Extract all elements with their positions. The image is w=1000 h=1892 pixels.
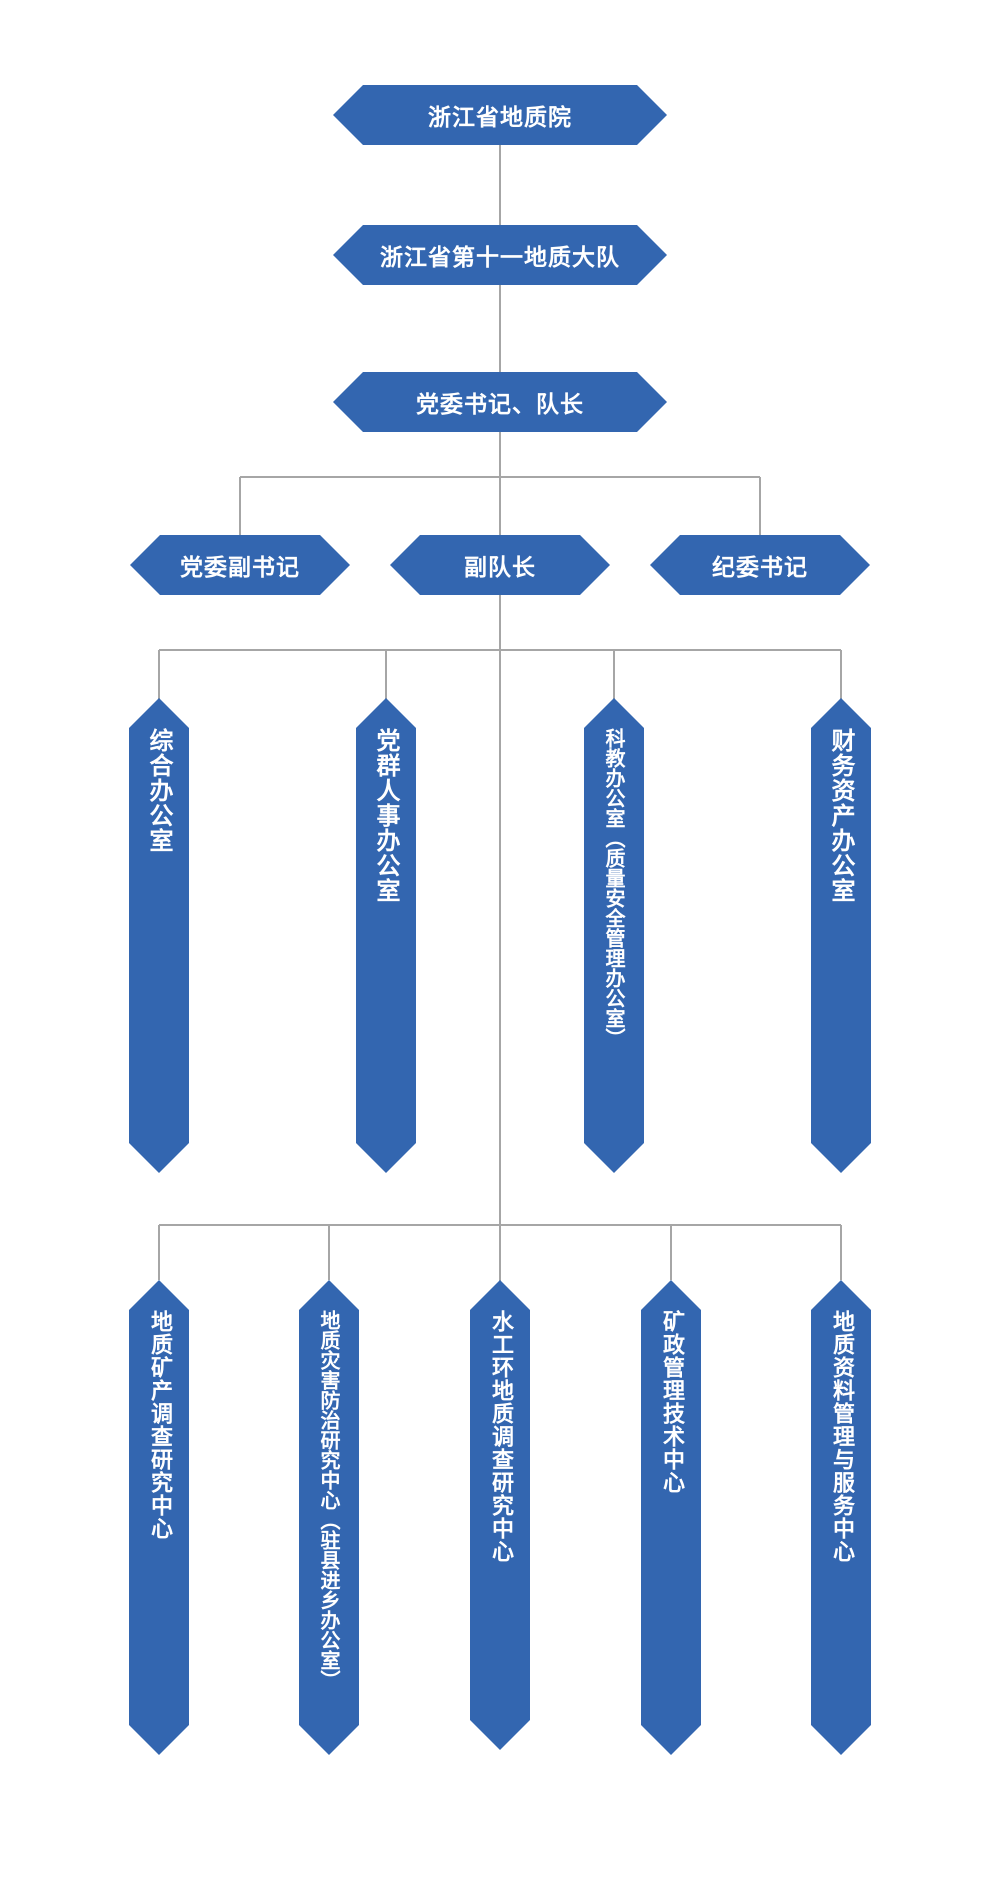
node-party-secretary-captain: 党委书记、队长 [333, 372, 667, 432]
node-general-office: 综合办公室 [129, 698, 189, 1173]
node-institute: 浙江省地质院 [333, 85, 667, 145]
node-geology-mineral-center: 地质矿产调查研究中心 [129, 1280, 189, 1755]
node-brigade: 浙江省第十一地质大队 [333, 225, 667, 285]
node-deputy-captain: 副队长 [390, 535, 610, 595]
node-science-education-office: 科教办公室（质量安全管理办公室） [584, 698, 644, 1173]
node-geohazard-prevention-center: 地质灾害防治研究中心（驻县进乡办公室） [299, 1280, 359, 1755]
node-deputy-party-secretary: 党委副书记 [130, 535, 350, 595]
node-hydro-eng-env-center: 水工环地质调查研究中心 [470, 1280, 530, 1750]
node-finance-assets-office: 财务资产办公室 [811, 698, 871, 1173]
node-geodata-service-center: 地质资料管理与服务中心 [811, 1280, 871, 1755]
node-discipline-secretary: 纪委书记 [650, 535, 870, 595]
node-party-hr-office: 党群人事办公室 [356, 698, 416, 1173]
node-mining-admin-tech-center: 矿政管理技术中心 [641, 1280, 701, 1755]
